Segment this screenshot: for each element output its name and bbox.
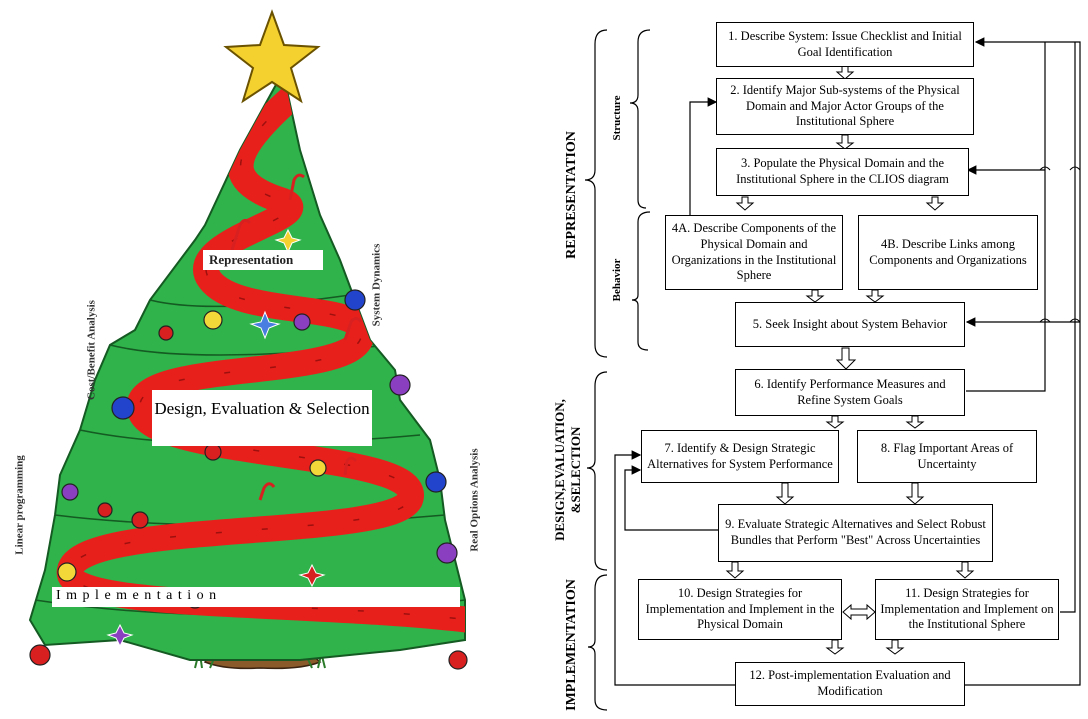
ornaments bbox=[29, 289, 468, 670]
step-9-box: 9. Evaluate Strategic Alternatives and S… bbox=[718, 504, 993, 562]
loop-4a-to-2 bbox=[689, 97, 718, 215]
representation-banner-bg bbox=[203, 250, 323, 270]
loop-9-to-7a bbox=[624, 465, 730, 531]
sub-label-behavior: Behavior bbox=[611, 258, 623, 302]
step-1-box: 1. Describe System: Issue Checklist and … bbox=[716, 22, 974, 67]
stage-label-implementation: IMPLEMENTATION bbox=[564, 579, 579, 711]
step-5-box: 5. Seek Insight about System Behavior bbox=[735, 302, 965, 347]
step-2-box: 2. Identify Major Sub-systems of the Phy… bbox=[716, 78, 974, 135]
step-4a-box: 4A. Describe Components of the Physical … bbox=[665, 215, 843, 290]
step-7-box: 7. Identify & Design Strategic Alternati… bbox=[641, 430, 839, 483]
step-10-box: 10. Design Strategies for Implementation… bbox=[638, 579, 842, 640]
stage-braces bbox=[584, 29, 651, 711]
hollow-flow-arrows bbox=[725, 65, 975, 655]
candy-canes bbox=[230, 173, 363, 501]
design-banner-bg bbox=[152, 390, 372, 446]
stage-label-representation: REPRESENTATION bbox=[564, 131, 579, 259]
representation-banner-text: Representation bbox=[209, 252, 294, 267]
implementation-banner-bg bbox=[52, 587, 460, 607]
step-6-box: 6. Identify Performance Measures and Ref… bbox=[735, 369, 965, 416]
step-8-box: 8. Flag Important Areas of Uncertainty bbox=[857, 430, 1037, 483]
implementation-banner-text: I m p l e m e n t a t i o n bbox=[56, 588, 218, 603]
loop-6-to-1 bbox=[966, 42, 1046, 392]
step-12-box: 12. Post-implementation Evaluation and M… bbox=[735, 662, 965, 706]
loop-12-to-7b bbox=[614, 450, 735, 686]
loop-11-to-1 bbox=[1060, 42, 1076, 613]
loop-12-to-1 bbox=[965, 37, 1081, 686]
step-3-box: 3. Populate the Physical Domain and the … bbox=[716, 148, 969, 196]
design-banner-text: Design, Evaluation & Selection bbox=[154, 399, 370, 418]
stage-label-design: DESIGN,EVALUATION, &SELECTION bbox=[551, 399, 583, 541]
star-topper bbox=[223, 9, 321, 104]
step-11-box: 11. Design Strategies for Implementation… bbox=[875, 579, 1059, 640]
sub-label-structure: Structure bbox=[611, 95, 623, 141]
step-4b-box: 4B. Describe Links among Components and … bbox=[858, 215, 1038, 290]
